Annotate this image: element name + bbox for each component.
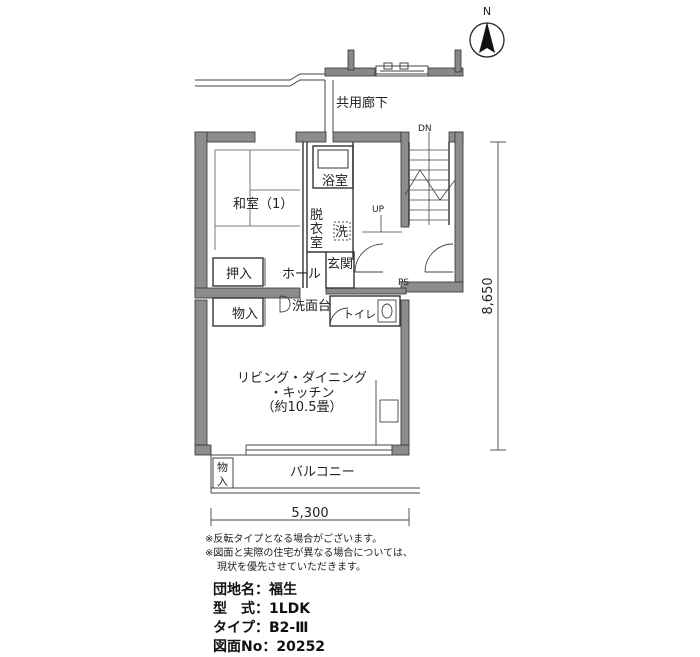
- up-label: UP: [372, 205, 385, 215]
- datsui-label-3: 室: [310, 235, 323, 251]
- bath-label: 浴室: [322, 173, 348, 189]
- info-value: 福生: [269, 582, 297, 598]
- balcony-outline: [210, 454, 420, 494]
- ldk-label-2: ・キッチン: [269, 386, 334, 401]
- width-dimension: 5,300: [291, 506, 328, 521]
- monoire-small-2: 入: [217, 475, 228, 488]
- notes: ※反転タイプとなる場合がございます。 ※図面と実際の住宅が異なる場合については、…: [205, 533, 413, 575]
- ps-label: PS: [398, 278, 409, 288]
- info-value: 20252: [276, 639, 326, 655]
- top-window: [375, 62, 429, 77]
- datsui-label-1: 脱: [310, 208, 323, 223]
- note-2: ※図面と実際の住宅が異なる場合については、: [205, 548, 413, 559]
- fixtures: [279, 221, 399, 445]
- sen-label: 洗: [335, 225, 348, 240]
- info-drawing-no: 図面No：20252: [213, 638, 325, 657]
- washitsu-label: 和室（1）: [233, 196, 293, 212]
- info-label: 図面No：: [213, 639, 277, 655]
- height-dimension: 8,650: [481, 277, 496, 314]
- outer-walls: [194, 131, 464, 456]
- balcony-window: [245, 444, 393, 455]
- ldk-label-1: リビング・ダイニング: [237, 371, 367, 386]
- info-type: 型 式：1LDK: [213, 600, 325, 619]
- doors: [264, 243, 454, 327]
- info-value: 1LDK: [269, 601, 311, 617]
- interior-walls: [212, 142, 450, 327]
- senmendai-label: 洗面台: [292, 299, 331, 314]
- datsui-label-2: 衣: [310, 221, 323, 237]
- top-wall: [324, 49, 464, 77]
- info-label: 型 式：: [213, 601, 269, 617]
- genkan-label: 玄関: [327, 257, 353, 272]
- monoire-small-1: 物: [217, 460, 228, 474]
- oshiire-label: 押入: [226, 267, 252, 282]
- toilet-label: トイレ: [343, 308, 376, 321]
- tatami: [214, 149, 300, 250]
- balcony-label: バルコニー: [290, 465, 355, 480]
- note-1: ※反転タイプとなる場合がございます。: [205, 534, 383, 545]
- info-danchi: 団地名：福生: [213, 581, 325, 600]
- info-label: タイプ：: [213, 620, 269, 636]
- info-kind: タイプ：B2-Ⅲ: [213, 619, 325, 638]
- ldk-label-3: （約10.5畳）: [262, 400, 343, 415]
- staircase: [362, 132, 456, 233]
- info-value: B2-Ⅲ: [269, 620, 309, 636]
- note-3: 現状を優先させていただきます。: [217, 562, 366, 573]
- hall-label: ホール: [282, 267, 321, 282]
- info-label: 団地名：: [213, 582, 269, 598]
- compass-label: N: [483, 5, 491, 18]
- corridor-label: 共用廊下: [336, 95, 388, 111]
- dimension-lines: [210, 141, 506, 526]
- dn-label: DN: [418, 124, 432, 134]
- monoire-label: 物入: [232, 307, 258, 322]
- north-compass-icon: N: [469, 5, 505, 58]
- property-info: 団地名：福生 型 式：1LDK タイプ：B2-Ⅲ 図面No：20252: [213, 581, 325, 657]
